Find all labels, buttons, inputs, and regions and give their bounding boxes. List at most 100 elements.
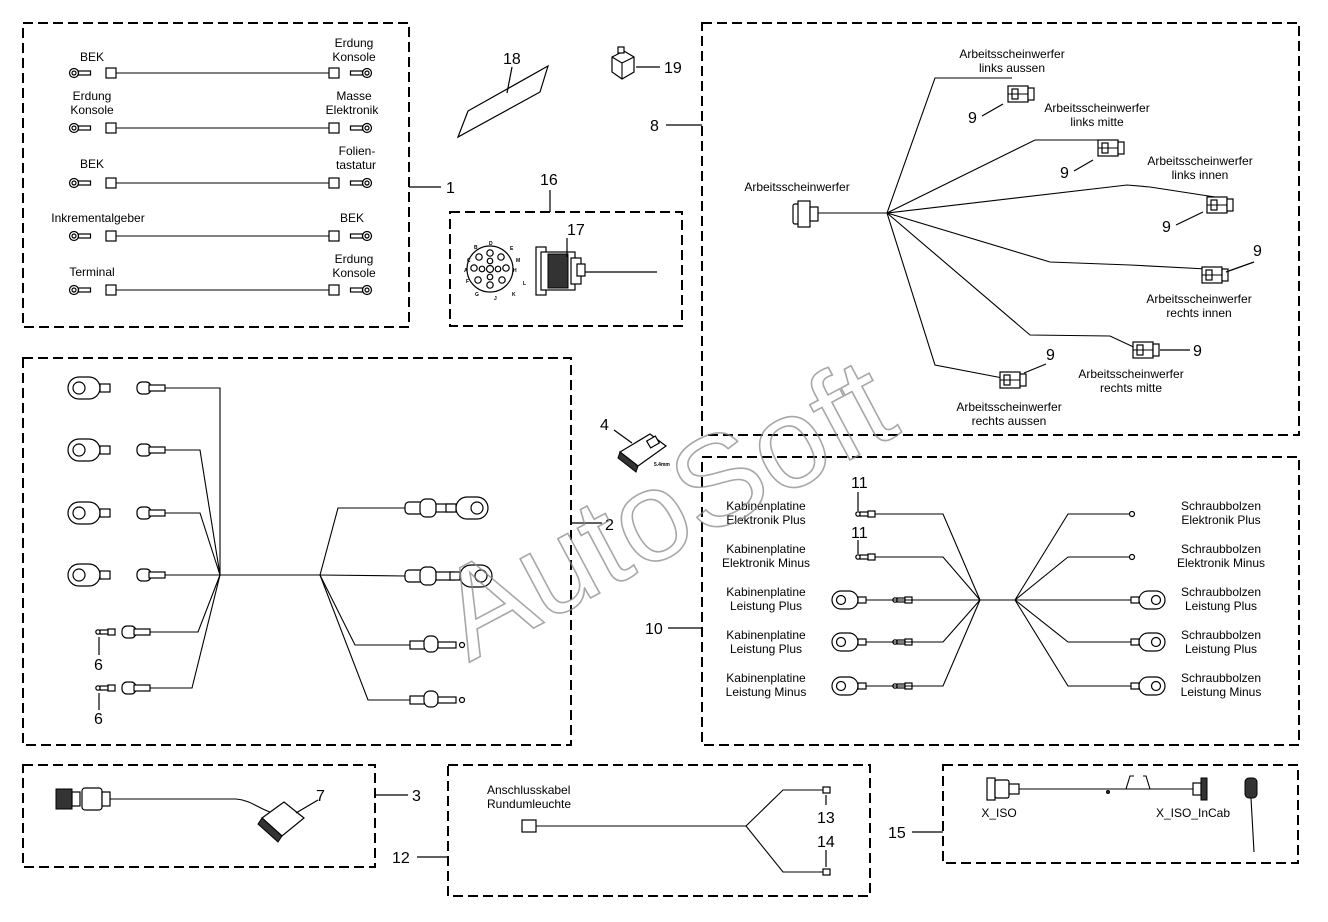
- row-5-right-label-1: Erdung: [335, 252, 374, 266]
- callout-2: 2: [605, 517, 614, 534]
- branch-5-label-1: Arbeitsscheinwerfer: [1078, 367, 1183, 381]
- svg-text:C: C: [467, 258, 471, 264]
- group-3-cable: 3 7: [22, 764, 421, 868]
- right-label-1a: Schraubbolzen: [1181, 499, 1261, 513]
- svg-text:L: L: [523, 281, 526, 287]
- row-5-right-label-2: Konsole: [332, 266, 376, 280]
- beacon-label-2: Rundumleuchte: [487, 797, 571, 811]
- group-1-frame: [22, 22, 410, 328]
- row-5-left-label: Terminal: [69, 265, 114, 279]
- left-label-1b: Elektronik Plus: [726, 513, 805, 527]
- callout-14: 14: [817, 834, 835, 851]
- cable-row-4: [68, 230, 373, 242]
- group-15-frame: [942, 764, 1299, 864]
- row-2-left-label-1: Erdung: [73, 89, 112, 103]
- group-16-frame: [449, 211, 683, 327]
- callout-1: 1: [446, 180, 455, 197]
- right-label-5a: Schraubbolzen: [1181, 671, 1261, 685]
- row-4-left-label: Inkrementalgeber: [51, 211, 144, 225]
- svg-text:K: K: [512, 292, 516, 298]
- branch-4-label-1: Arbeitsscheinwerfer: [1146, 292, 1251, 306]
- callout-6-b: 6: [94, 711, 103, 728]
- row-3-left-label: BEK: [80, 157, 104, 171]
- callout-13: 13: [817, 810, 835, 827]
- svg-text:F: F: [466, 279, 469, 285]
- callout-9-e: 9: [1193, 343, 1202, 360]
- row-3-right-label-1: Folien-: [339, 144, 376, 158]
- lamp-plug-5: [1132, 341, 1160, 359]
- branch-6-label-2: rechts aussen: [972, 414, 1047, 428]
- branch-2-label-2: links mitte: [1070, 115, 1124, 129]
- main-connector: [792, 200, 887, 228]
- callout-15: 15: [888, 825, 906, 842]
- group-15-iso-cable: 15 X_ISO X_ISO_InCab: [888, 764, 1299, 864]
- callout-16: 16: [540, 172, 558, 189]
- group-2-harness: 2 6 6: [22, 357, 614, 746]
- callout-17: 17: [567, 222, 585, 239]
- item-18-label-sheet: 18: [456, 51, 550, 139]
- x-iso-label: X_ISO: [981, 806, 1016, 820]
- cable-row-3: [68, 177, 373, 189]
- row-2-right-label-2: Elektronik: [326, 103, 380, 117]
- callout-9-b: 9: [1060, 165, 1069, 182]
- right-label-5b: Leistung Minus: [1181, 685, 1262, 699]
- left-label-5b: Leistung Minus: [726, 685, 807, 699]
- right-label-4b: Leistung Plus: [1185, 642, 1257, 656]
- group-8-frame: [701, 22, 1300, 436]
- group-12-beacon-cable: 12 Anschlusskabel Rundumleuchte 13 14: [392, 764, 871, 897]
- svg-text:B: B: [474, 245, 478, 251]
- branch-1-label-1: Arbeitsscheinwerfer: [959, 47, 1064, 61]
- svg-text:D: D: [489, 241, 493, 247]
- callout-10: 10: [645, 621, 663, 638]
- svg-text:M: M: [516, 258, 520, 264]
- beacon-label-1: Anschlusskabel: [487, 783, 570, 797]
- item-4-marking: 5.4mm: [654, 462, 670, 468]
- group-12-frame: [447, 764, 871, 897]
- lamp-plug-3: [1206, 196, 1234, 214]
- left-label-1a: Kabinenplatine: [726, 499, 806, 513]
- svg-text:G: G: [475, 292, 479, 298]
- callout-11-a: 11: [851, 475, 868, 492]
- left-label-3a: Kabinenplatine: [726, 585, 806, 599]
- cable-row-2: [68, 122, 373, 134]
- callout-7: 7: [316, 788, 325, 805]
- group-1-ground-cables: BEK Erdung Konsole Erdung Konsole Masse …: [22, 22, 455, 328]
- row-1-right-label-1: Erdung: [335, 36, 374, 50]
- lamp-plug-4: [1201, 266, 1229, 284]
- callout-9-f: 9: [1046, 347, 1055, 364]
- left-label-5a: Kabinenplatine: [726, 671, 806, 685]
- lamp-plug-2: [1097, 139, 1125, 157]
- lamp-plug-1: [1007, 85, 1035, 103]
- group-8-work-lights: 8 Arbeitsscheinwerfer Arbeitsscheinwerfe…: [650, 22, 1300, 436]
- branch-5-label-2: rechts mitte: [1100, 381, 1162, 395]
- left-label-4a: Kabinenplatine: [726, 628, 806, 642]
- callout-9-a: 9: [968, 110, 977, 127]
- group-3-frame: [22, 764, 376, 868]
- lamp-plug-6: [999, 371, 1027, 389]
- right-label-3a: Schraubbolzen: [1181, 585, 1261, 599]
- item-4-connector: 4 5.4mm: [600, 417, 670, 473]
- branch-3-label-2: links innen: [1172, 168, 1229, 182]
- group-2-frame: [22, 357, 572, 746]
- row-1-left-label: BEK: [80, 50, 104, 64]
- branch-2-label-1: Arbeitsscheinwerfer: [1044, 101, 1149, 115]
- row-3-right-label-2: tastatur: [336, 158, 376, 172]
- svg-text:H: H: [513, 268, 517, 274]
- x-iso-incab-label: X_ISO_InCab: [1156, 806, 1230, 820]
- cable-row-5: [68, 284, 373, 296]
- callout-18: 18: [503, 51, 521, 68]
- group-10-cabin-board: 10 11 11 Kabinenplatine Elektronik Plus …: [645, 456, 1300, 746]
- callout-19: 19: [664, 60, 682, 77]
- work-light-main-label: Arbeitsscheinwerfer: [744, 180, 849, 194]
- socket-side: 17: [535, 222, 657, 296]
- callout-11-b: 11: [851, 525, 868, 542]
- right-label-2b: Elektronik Minus: [1177, 556, 1265, 570]
- callout-9-c: 9: [1162, 219, 1171, 236]
- row-4-right-label: BEK: [340, 211, 364, 225]
- item-19-relay: 19: [611, 46, 682, 80]
- socket-face: A B C D E F G H J K L M: [464, 241, 526, 302]
- left-label-2a: Kabinenplatine: [726, 542, 806, 556]
- right-label-2a: Schraubbolzen: [1181, 542, 1261, 556]
- callout-4: 4: [600, 417, 609, 434]
- callout-3: 3: [412, 788, 421, 805]
